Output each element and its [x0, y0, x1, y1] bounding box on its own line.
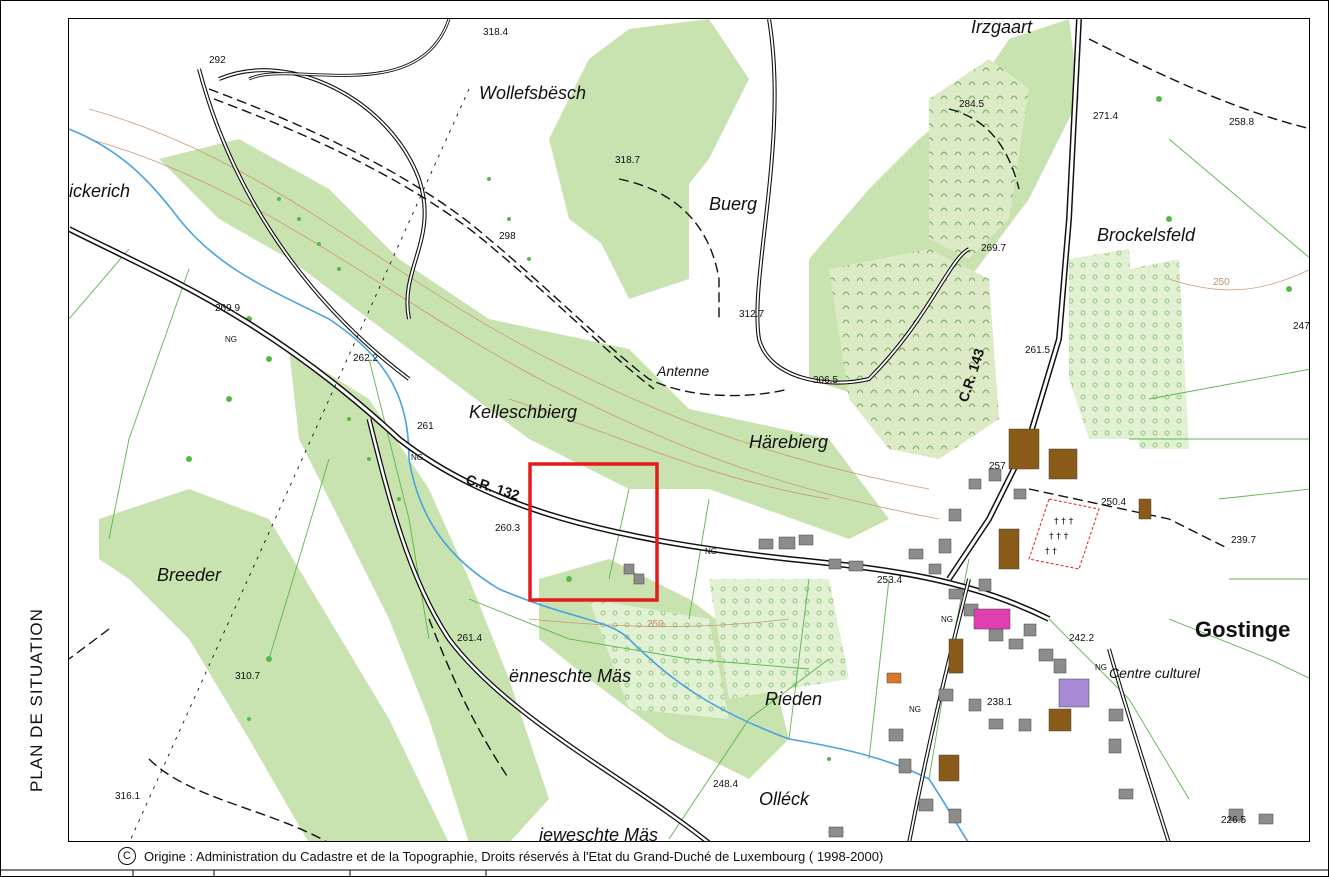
elevation-257: 257: [989, 461, 1006, 472]
elevation-269-9: 269.9: [215, 303, 241, 314]
elevation-250-4: 250.4: [1101, 497, 1127, 508]
place-enneschte-mas: ënneschte Mäs: [509, 666, 632, 686]
contour-label-250: 250: [1213, 277, 1230, 288]
ng-marker: NG: [225, 335, 237, 344]
elevation-260-3: 260.3: [495, 523, 521, 534]
copyright-text: Origine : Administration du Cadastre et …: [144, 848, 884, 864]
main-roads: [69, 19, 1171, 841]
copyright-icon: C: [118, 847, 136, 865]
topographic-map[interactable]: † † † † † † † † Irzgaart Wollefsbësch Buer…: [68, 18, 1310, 842]
ng-marker: NG: [1095, 663, 1107, 672]
elevation-284-5: 284.5: [959, 99, 985, 110]
elevation-258-8: 258.8: [1229, 117, 1255, 128]
place-brockelsfeld: Brockelsfeld: [1097, 225, 1196, 245]
ng-marker: NG: [411, 453, 423, 462]
elevation-238-1: 238.1: [987, 697, 1013, 708]
place-breeder: Breeder: [157, 565, 222, 585]
elevation-261: 261: [417, 421, 434, 432]
elevation-271-4: 271.4: [1093, 111, 1119, 122]
elevation-253-4: 253.4: [877, 575, 903, 586]
place-ieweschte-mas: ieweschte Mäs: [539, 825, 659, 842]
elevation-261-4: 261.4: [457, 633, 483, 644]
elevation-298: 298: [499, 231, 516, 242]
centre-culturel-building: [1058, 678, 1090, 708]
place-kelleschbierg: Kelleschbierg: [469, 402, 578, 422]
elevation-312-7: 312.7: [739, 309, 765, 320]
place-irzgaart: Irzgaart: [971, 18, 1033, 37]
place-wollefsbesch: Wollefsbësch: [479, 83, 587, 103]
church: [973, 608, 1011, 630]
orchard-areas: [589, 59, 1189, 719]
place-buerg: Buerg: [709, 194, 758, 214]
buildings-brown: [886, 428, 1152, 782]
place-centre-culturel: Centre culturel: [1109, 665, 1201, 681]
elevation-306-5: 306.5: [813, 375, 839, 386]
copyright-notice: C Origine : Administration du Cadastre e…: [118, 847, 883, 865]
place-antenne: Antenne: [657, 363, 710, 379]
plan-de-situation-label: PLAN DE SITUATION: [27, 608, 46, 792]
map-drawing: † † † † † † † †: [69, 19, 1309, 841]
elevation-316-1: 316.1: [115, 791, 141, 802]
place-olleck: Olléck: [759, 789, 810, 809]
elevation-242-2: 242.2: [1069, 633, 1095, 644]
contour-label-250-b: 250: [647, 619, 664, 630]
elevation-247: 247: [1293, 321, 1310, 332]
elevation-292: 292: [209, 55, 226, 66]
elevation-261-5: 261.5: [1025, 345, 1051, 356]
place-gostinge: Gostinge: [1195, 617, 1291, 642]
project-area-highlight: [528, 462, 659, 602]
ng-marker: NG: [909, 705, 921, 714]
elevation-226-5: 226.5: [1221, 815, 1247, 826]
elevation-310-7: 310.7: [235, 671, 261, 682]
elevation-269-7: 269.7: [981, 243, 1007, 254]
elevation-248-4: 248.4: [713, 779, 739, 790]
ng-marker: NG: [941, 615, 953, 624]
place-rieden: Rieden: [765, 689, 823, 709]
elevation-318-7: 318.7: [615, 155, 641, 166]
cemetery: † † † † † † † †: [1028, 498, 1100, 570]
svg-text:† † †: † † †: [1054, 517, 1074, 527]
svg-text:† † †: † † †: [1049, 532, 1069, 542]
river: [69, 128, 969, 841]
elevation-318-4: 318.4: [483, 27, 509, 38]
ng-marker: NG: [705, 547, 717, 556]
place-harebierg: Härebierg: [749, 432, 829, 452]
svg-text:† †: † †: [1045, 547, 1057, 557]
tree-rows: [186, 96, 1292, 761]
elevation-262-2: 262.2: [353, 353, 379, 364]
place-ickerich: ickerich: [69, 181, 131, 201]
elevation-239-7: 239.7: [1231, 535, 1257, 546]
dashed-tracks: [69, 38, 1309, 841]
power-line: [129, 88, 470, 841]
